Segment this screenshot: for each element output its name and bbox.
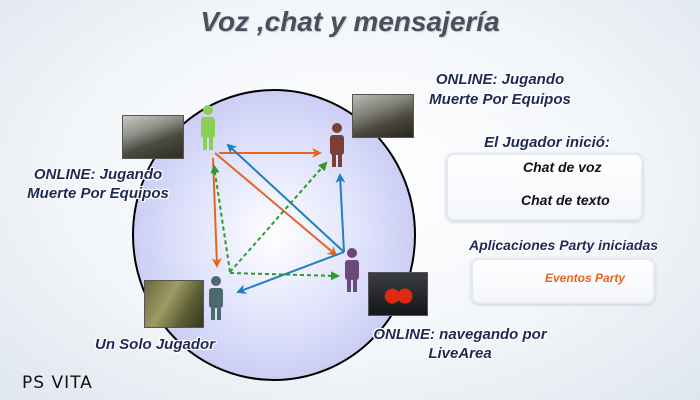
legend-party-label: Eventos Party — [545, 271, 626, 285]
player-status: ONLINE: navegando por — [373, 326, 547, 343]
text-arrow — [335, 173, 346, 253]
legend-party-box — [471, 258, 655, 304]
text-arrow — [226, 143, 345, 253]
legend-heading: El Jugador inició: — [484, 134, 610, 151]
player-status: Un Solo Jugador — [95, 336, 215, 353]
text-arrow — [236, 251, 345, 294]
legend-text-label: Chat de texto — [521, 192, 610, 208]
person-icon — [209, 276, 223, 320]
player-status: ONLINE: Jugando — [435, 71, 565, 88]
player-status: ONLINE: Jugando — [33, 166, 163, 183]
party-arrow — [229, 161, 328, 273]
voice-arrow — [214, 152, 338, 257]
legend-chat-box — [446, 153, 643, 221]
legend-voice-label: Chat de voz — [523, 159, 602, 175]
player-activity: LiveArea — [428, 345, 492, 362]
party-arrow — [210, 164, 231, 273]
game-thumbnail — [144, 280, 204, 328]
game-thumbnail — [368, 272, 428, 316]
player-activity: Muerte Por Equipos — [429, 91, 571, 108]
ps-vita-logo: PS VITA — [22, 373, 93, 393]
game-thumbnail — [352, 94, 414, 138]
player-activity: Muerte Por Equipos — [27, 185, 169, 202]
person-icon — [330, 123, 344, 167]
slide-title: Voz ,chat y mensajería — [200, 6, 500, 37]
voice-arrow — [211, 157, 222, 268]
person-icon — [345, 248, 359, 292]
legend-party-heading: Aplicaciones Party iniciadas — [468, 237, 659, 253]
game-thumbnail — [122, 115, 184, 159]
person-icon — [201, 105, 215, 150]
